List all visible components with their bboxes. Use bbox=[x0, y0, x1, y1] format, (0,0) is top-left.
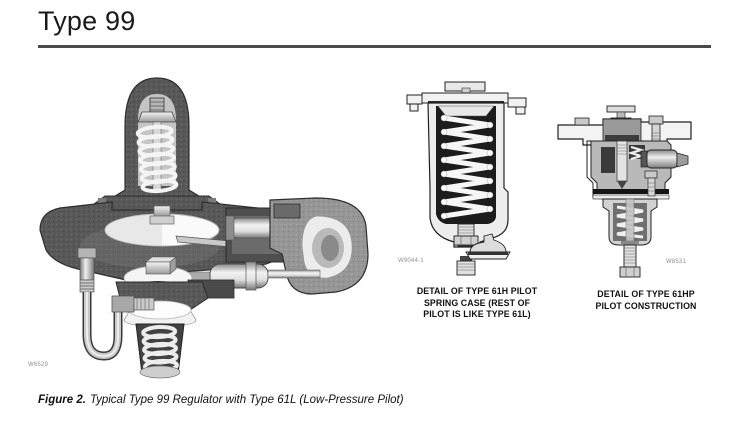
title-rule bbox=[38, 45, 711, 48]
caption-line: PILOT CONSTRUCTION bbox=[595, 300, 697, 311]
ref-label-main: W6529 bbox=[28, 362, 49, 368]
figure-caption-label: Figure 2. bbox=[38, 394, 86, 406]
main-control-spring bbox=[135, 124, 179, 194]
pilot-spring-case-illustration bbox=[406, 81, 527, 276]
pilot-body-cutaway bbox=[557, 105, 692, 278]
lower-spring-assembly bbox=[123, 300, 197, 379]
caption-pilot-spring-case: DETAIL OF TYPE 61H PILOT SPRING CASE (RE… bbox=[400, 286, 554, 321]
pilot-spring bbox=[440, 114, 494, 220]
bottom-bolt bbox=[619, 241, 641, 278]
pilot-construction-illustration bbox=[557, 105, 692, 278]
main-regulator-illustration bbox=[39, 77, 369, 379]
outlet-elbow bbox=[269, 197, 369, 295]
side-fitting bbox=[640, 149, 689, 169]
mounting-foot bbox=[465, 233, 511, 260]
control-tubing-loop bbox=[77, 247, 155, 361]
ref-label-pilot-construction: W8531 bbox=[666, 259, 687, 265]
caption-line: DETAIL OF TYPE 61HP bbox=[597, 289, 695, 299]
spring-case-cutaway bbox=[406, 81, 527, 276]
caption-line: DETAIL OF TYPE 61H PILOT bbox=[416, 286, 538, 296]
spring-case-dome bbox=[93, 77, 221, 215]
caption-pilot-construction: DETAIL OF TYPE 61HP PILOT CONSTRUCTION bbox=[570, 289, 722, 312]
page-title: Type 99 bbox=[38, 6, 136, 36]
lower-spring-case bbox=[602, 198, 658, 246]
figure-caption: Figure 2.Typical Type 99 Regulator with … bbox=[38, 394, 404, 406]
adjusting-screw bbox=[453, 223, 479, 276]
caption-line: SPRING CASE (REST OF bbox=[423, 297, 531, 308]
figure-caption-text: Typical Type 99 Regulator with Type 61L … bbox=[89, 394, 404, 406]
ref-label-spring-case: W9044-1 bbox=[398, 258, 424, 264]
caption-line: PILOT IS LIKE TYPE 61L) bbox=[423, 309, 531, 319]
